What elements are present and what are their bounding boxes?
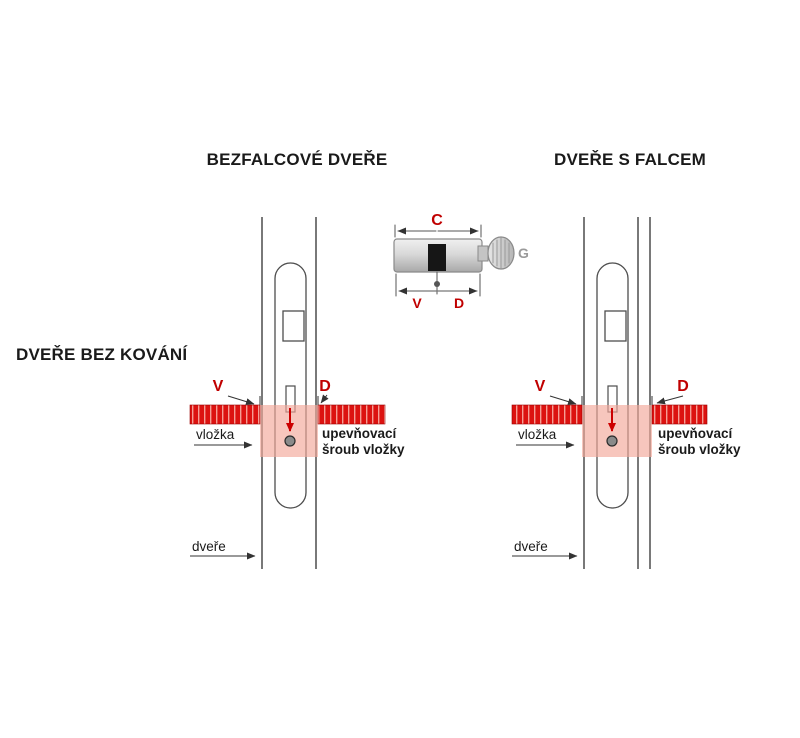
cylinder-dim-v-label: V — [412, 295, 422, 311]
title-bezfalcove-dvere: BEZFALCOVÉ DVEŘE — [206, 150, 388, 169]
cylinder-cam — [428, 244, 446, 271]
ruler-right-segment — [317, 404, 386, 425]
door-right-dim-d-label: D — [677, 378, 689, 395]
screw-label-line1: upevňovací — [658, 426, 733, 441]
door-right-screw-label: upevňovací šroub vložky — [658, 426, 741, 458]
door-left-dim-d-label: D — [319, 378, 331, 395]
door-diagram-s-falcem — [511, 217, 708, 569]
ruler-left-segment — [189, 404, 261, 425]
screw-center-dot — [434, 281, 440, 287]
latch-cutout — [604, 310, 627, 342]
thumbturn-knob — [477, 236, 515, 270]
door-right-vlozka-label: vložka — [518, 427, 557, 442]
cylinder-dim-d-label: D — [453, 295, 465, 311]
door-left-dvere-label: dveře — [192, 539, 226, 554]
screw-label-line2: šroub vložky — [322, 442, 405, 457]
faceplate-outline — [274, 262, 307, 509]
cylinder-diagram — [393, 224, 515, 297]
title-dvere-s-falcem: DVEŘE S FALCEM — [553, 150, 707, 169]
door-left-vlozka-label: vložka — [196, 427, 235, 442]
door-diagram-bezfalcove — [189, 217, 386, 569]
screw-label-line2: šroub vložky — [658, 442, 741, 457]
d-leader-arrow — [320, 394, 329, 404]
door-right-dvere-label: dveře — [514, 539, 548, 554]
label-dvere-bez-kovani: DVEŘE BEZ KOVÁNÍ — [16, 345, 188, 364]
door-left-dim-v-label: V — [212, 378, 224, 395]
v-leader-arrow — [549, 395, 577, 405]
measured-zone-highlight — [582, 405, 652, 457]
screw-label-line1: upevňovací — [322, 426, 397, 441]
cylinder-knob-g-label: G — [518, 245, 529, 261]
cylinder-dim-c-label: C — [431, 212, 443, 229]
latch-cutout — [282, 310, 305, 342]
door-left-screw-label: upevňovací šroub vložky — [322, 426, 405, 458]
ruler-left-segment — [511, 404, 583, 425]
door-right-dim-v-label: V — [534, 378, 546, 395]
d-leader-arrow — [656, 395, 684, 405]
fixing-screw — [284, 435, 296, 447]
fixing-screw — [606, 435, 618, 447]
v-leader-arrow — [227, 395, 255, 405]
faceplate-outline — [596, 262, 629, 509]
ruler-right-segment — [651, 404, 708, 425]
